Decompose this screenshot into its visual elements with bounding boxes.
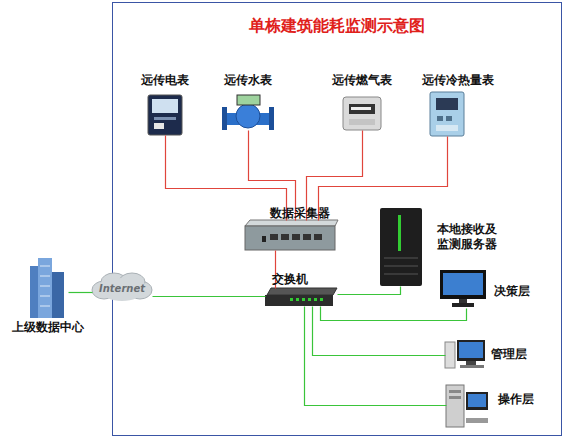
pc-icon (446, 385, 488, 427)
node-label: 本地接收及 监测服务器 (437, 222, 499, 252)
wire-connector (313, 307, 446, 356)
gas-meter-icon (343, 97, 381, 130)
server-node: 本地接收及 监测服务器 (380, 208, 422, 286)
node-label: 上级数据中心 (5, 320, 91, 335)
node-label: 数据采集器 (260, 206, 340, 221)
terminal-node: 决策层 (437, 268, 489, 308)
node-label: 管理层 (491, 347, 541, 362)
node-label: Internet (92, 281, 152, 296)
meter-node: 远传水表 (222, 95, 274, 130)
wire-connector (305, 307, 447, 406)
water-meter-icon (222, 95, 274, 130)
cloud-node: Internet (92, 274, 152, 302)
wire-connector (338, 287, 401, 295)
switch-icon (265, 288, 337, 306)
switch-node: 交换机 (265, 288, 337, 306)
wire-connector (319, 137, 448, 221)
wire-connector (166, 136, 287, 221)
collector-node: 数据采集器 (245, 220, 335, 250)
pc-icon (445, 340, 485, 368)
heat-meter-icon (430, 92, 464, 136)
datacenter-node: 上级数据中心 (28, 258, 68, 318)
building-icon (30, 258, 64, 318)
node-label: 远传水表 (208, 73, 288, 88)
node-label: 操作层 (498, 392, 548, 407)
wire-connector (153, 296, 266, 297)
cloud-icon (92, 273, 152, 301)
terminal-node: 管理层 (445, 340, 487, 368)
node-label: 交换机 (250, 272, 330, 287)
data-collector-icon (245, 220, 338, 250)
node-label: 决策层 (494, 284, 544, 299)
server-tower-icon (380, 208, 422, 286)
node-label: 远传冷热量表 (418, 73, 498, 88)
monitor-icon (440, 270, 486, 307)
diagram-title: 单栋建筑能耗监测示意图 (112, 16, 562, 37)
wire-connector (321, 307, 467, 321)
terminal-node: 操作层 (446, 385, 488, 427)
outer-frame (113, 3, 562, 436)
meter-node: 远传冷热量表 (430, 92, 464, 136)
wire-connector (69, 292, 93, 293)
meter-node: 远传电表 (148, 95, 182, 135)
node-label: 远传燃气表 (322, 73, 402, 88)
electric-meter-icon (148, 95, 182, 135)
node-label: 远传电表 (125, 73, 205, 88)
meter-node: 远传燃气表 (343, 95, 381, 130)
